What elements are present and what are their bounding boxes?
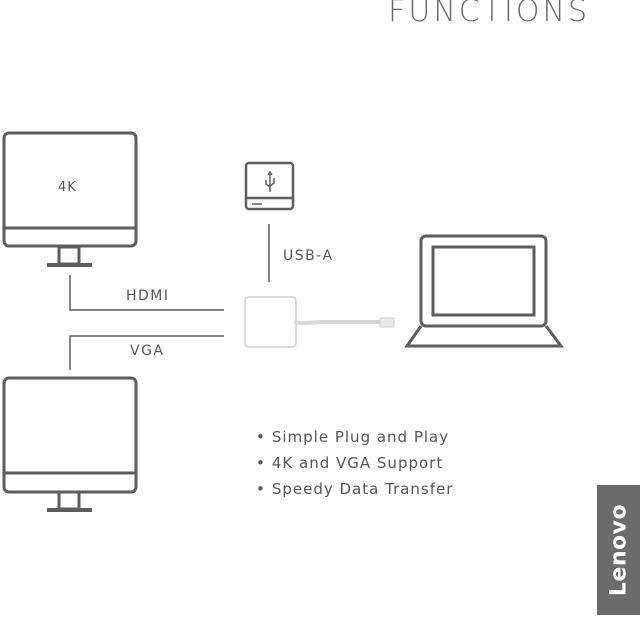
port-label-hdmi: HDMI: [126, 288, 170, 304]
usb-drive-icon: [244, 161, 295, 211]
brand-logo: Lenovo: [597, 485, 640, 615]
brand-logo-text: Lenovo: [606, 503, 631, 597]
monitor-label-4k: 4K: [58, 180, 77, 195]
hdmi-connector-line: [69, 275, 224, 311]
feature-text: 4K and VGA Support: [271, 454, 444, 472]
laptop-icon: [404, 234, 564, 348]
feature-text: Speedy Data Transfer: [271, 480, 454, 498]
feature-item: • 4K and VGA Support: [256, 454, 443, 472]
feature-item: • Speedy Data Transfer: [256, 480, 453, 498]
adapter-icon: [244, 296, 395, 348]
monitor-4k-icon: [2, 131, 138, 267]
feature-text: Simple Plug and Play: [271, 428, 450, 446]
page-title: FUNCTIONS: [388, 0, 590, 29]
vga-connector-line: [69, 335, 224, 370]
port-label-vga: VGA: [130, 343, 165, 359]
monitor-vga-icon: [2, 376, 138, 512]
bullet-icon: •: [256, 428, 266, 446]
bullet-icon: •: [256, 480, 266, 498]
feature-item: • Simple Plug and Play: [256, 428, 449, 446]
bullet-icon: •: [256, 454, 266, 472]
port-label-usb: USB-A: [283, 248, 334, 264]
